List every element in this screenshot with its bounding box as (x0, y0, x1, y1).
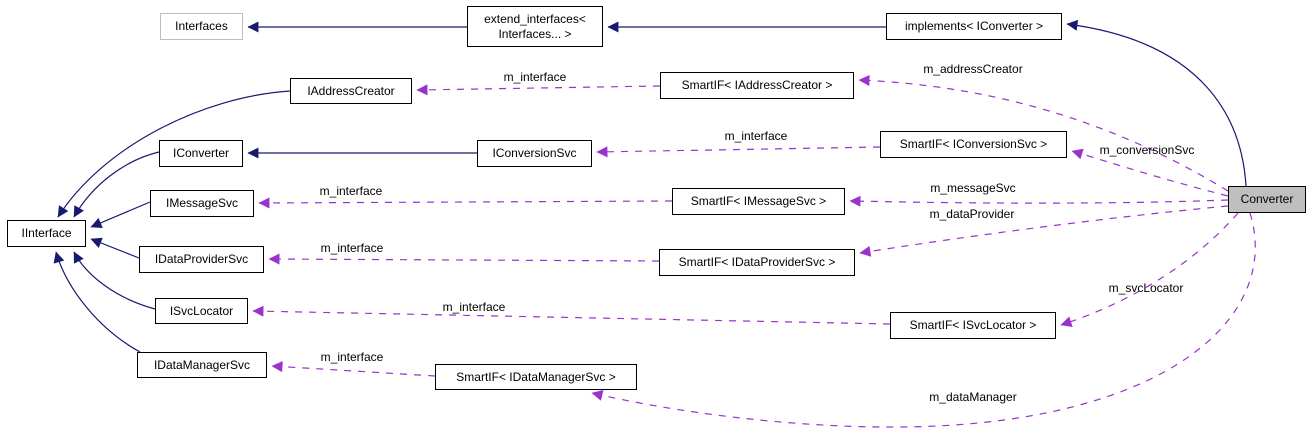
node-iaddresscreator[interactable]: IAddressCreator (290, 78, 412, 104)
edge-label-m-interface-svclocator: m_interface (442, 300, 506, 314)
node-smartif-isvclocator[interactable]: SmartIF< ISvcLocator > (890, 312, 1056, 339)
edge-converter-to-smartif-isvclocator (1060, 212, 1239, 327)
edge-label-m-interface-dataprovidersvc: m_interface (320, 241, 384, 255)
edge-label-m-interface-messagesvc: m_interface (319, 184, 383, 198)
edge-converter-to-smartif-iconversionsvc (1071, 148, 1229, 197)
node-smartif-iconversionsvc[interactable]: SmartIF< IConversionSvc > (880, 131, 1067, 158)
node-iinterface[interactable]: IInterface (7, 220, 86, 247)
edge-converter-to-smartif-imessagesvc (849, 195, 1229, 207)
node-smartif-imessagesvc[interactable]: SmartIF< IMessageSvc > (672, 188, 845, 215)
node-extend-interfaces[interactable]: extend_interfaces< Interfaces... > (467, 6, 603, 47)
edge-iaddresscreator-to-iinterface (57, 90, 291, 218)
edge-idataprovidersvc-to-iinterface (90, 237, 140, 259)
edge-imessagesvc-to-iinterface (90, 201, 151, 228)
node-iconverter[interactable]: IConverter (159, 140, 243, 167)
edge-label-m-dataprovider: m_dataProvider (929, 207, 1015, 221)
node-interfaces[interactable]: Interfaces (160, 13, 243, 40)
edge-converter-to-implements (1066, 19, 1247, 187)
node-imessagesvc[interactable]: IMessageSvc (150, 190, 254, 217)
edge-label-m-messagesvc: m_messageSvc (930, 181, 1016, 195)
node-idatamanagersvc[interactable]: IDataManagerSvc (137, 352, 267, 378)
edge-label-m-interface-datamanagersvc: m_interface (320, 350, 384, 364)
edge-smartif-isvclocator-to-isvclocator (252, 305, 891, 325)
edge-converter-to-smartif-idataprovidersvc (859, 205, 1229, 257)
edge-label-m-addresscreator: m_addressCreator (923, 62, 1023, 76)
node-idataprovidersvc[interactable]: IDataProviderSvc (139, 246, 264, 273)
edge-smartif-iaddresscreator-to-iaddresscreator (416, 84, 661, 96)
edge-smartif-iconversionsvc-to-iconversionsvc (596, 146, 881, 158)
node-smartif-idataprovidersvc[interactable]: SmartIF< IDataProviderSvc > (659, 249, 855, 276)
node-iconversionsvc[interactable]: IConversionSvc (477, 140, 592, 167)
edge-iconverter-to-iinterface (73, 151, 160, 218)
edge-label-m-datamanager: m_dataManager (929, 390, 1017, 404)
node-smartif-idatamanagersvc[interactable]: SmartIF< IDataManagerSvc > (435, 364, 637, 390)
edge-smartif-imessagesvc-to-imessagesvc (258, 197, 673, 209)
node-isvclocator[interactable]: ISvcLocator (155, 298, 248, 324)
node-implements-iconverter[interactable]: implements< IConverter > (886, 13, 1062, 40)
edge-converter-to-smartif-idatamanagersvc (591, 212, 1256, 428)
edge-smartif-idatamanagersvc-to-idatamanagersvc (271, 361, 436, 377)
edge-idatamanagersvc-to-iinterface (53, 251, 141, 353)
edge-label-m-conversionsvc: m_conversionSvc (1099, 143, 1195, 157)
edge-smartif-idataprovidersvc-to-idataprovidersvc (268, 253, 660, 265)
node-converter: Converter (1228, 186, 1306, 213)
node-smartif-iaddresscreator[interactable]: SmartIF< IAddressCreator > (660, 72, 854, 99)
edge-label-m-interface-addresscreator: m_interface (503, 70, 567, 84)
edge-label-m-svclocator: m_svcLocator (1108, 281, 1184, 295)
edge-isvclocator-to-iinterface (73, 251, 156, 310)
edge-label-m-interface-conversionsvc: m_interface (724, 129, 788, 143)
